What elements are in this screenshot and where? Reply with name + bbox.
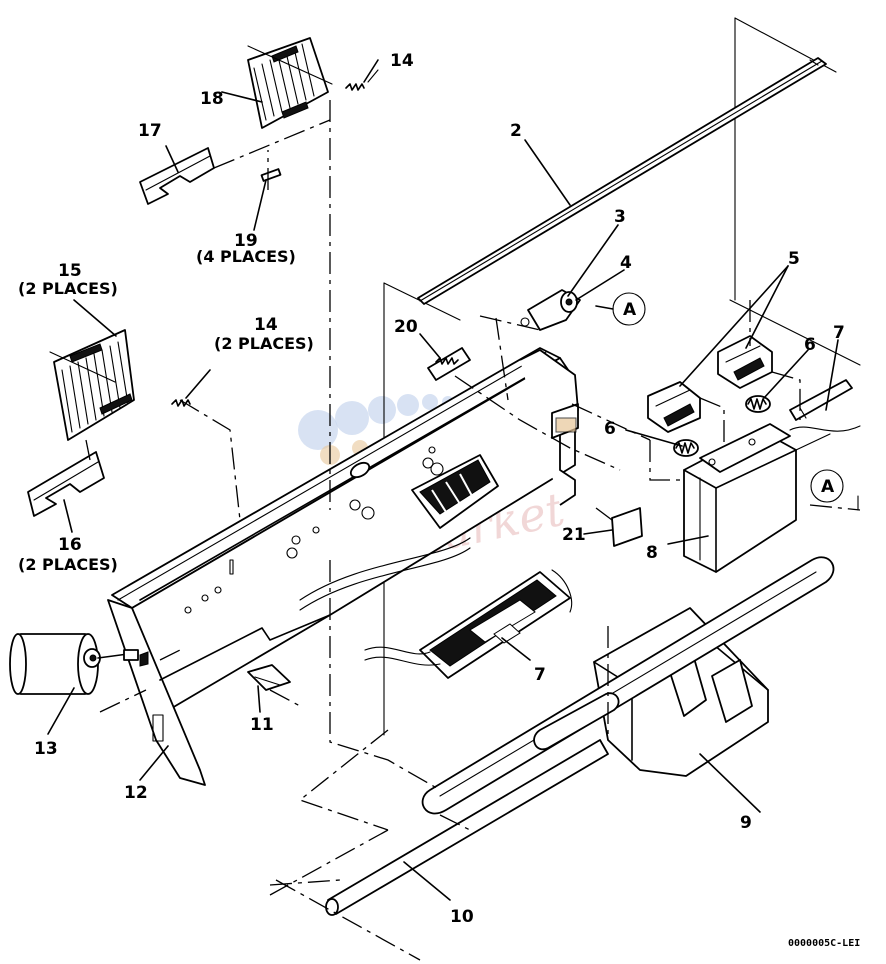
callout-14-top: 14 — [390, 51, 414, 71]
part-7-flex-board — [364, 569, 573, 679]
callout-7-tube: 7 — [833, 323, 845, 343]
callout-10: 10 — [450, 907, 474, 927]
detail-a-circle-right — [810, 469, 844, 503]
part-15-cover — [49, 329, 135, 441]
part-17-tray — [139, 147, 215, 205]
detail-marker-a-top: A — [623, 300, 637, 320]
part-14-spring-mid — [171, 399, 191, 407]
callout-8: 8 — [646, 543, 658, 563]
part-14-spring-top — [345, 69, 379, 91]
part-11-clip — [247, 664, 291, 691]
callout-18: 18 — [200, 89, 224, 109]
part-7-tube — [789, 379, 861, 432]
callout-13: 13 — [34, 739, 58, 759]
part-6-spring-left — [673, 439, 699, 457]
leader-lines — [47, 59, 839, 901]
part-5-carrier-right — [717, 335, 773, 389]
callout-11: 11 — [250, 715, 274, 735]
callout-19-note: (4 PLACES) — [196, 247, 296, 266]
callout-2: 2 — [510, 121, 522, 141]
callout-17: 17 — [138, 121, 162, 141]
callout-12: 12 — [124, 783, 148, 803]
callout-16: 16 — [58, 535, 82, 555]
callout-16-note: (2 PLACES) — [18, 555, 118, 574]
part-16-tray — [27, 451, 105, 517]
callout-4: 4 — [620, 253, 632, 273]
part-20-spring — [427, 347, 471, 381]
callout-14-mid: 14 — [254, 315, 278, 335]
part-6-spring-right — [745, 395, 771, 413]
assembly-lines — [85, 100, 861, 961]
callout-9: 9 — [740, 813, 752, 833]
part-18-cover — [247, 37, 333, 129]
part-19-pin — [260, 168, 282, 182]
callout-3: 3 — [614, 207, 626, 227]
ink-board-middle — [411, 454, 499, 529]
callout-20: 20 — [394, 317, 418, 337]
callout-5: 5 — [788, 249, 800, 269]
detail-marker-a-right: A — [821, 477, 835, 497]
callout-21: 21 — [562, 525, 586, 545]
part-10-belt-loops — [325, 556, 835, 916]
part-8-holder — [683, 423, 844, 573]
callout-15-note: (2 PLACES) — [18, 279, 118, 298]
callout-19: 19 — [234, 231, 258, 251]
callout-6-right: 6 — [804, 335, 816, 355]
callout-15: 15 — [58, 261, 82, 281]
part-5-carrier-left — [647, 381, 701, 433]
callout-14-note: (2 PLACES) — [214, 334, 314, 353]
callout-7-board: 7 — [534, 665, 546, 685]
part-13-motor — [9, 633, 149, 695]
callout-6-left: 6 — [604, 419, 616, 439]
part-21-label — [611, 507, 643, 547]
part-3-4-latch — [520, 289, 646, 331]
main-frame — [107, 347, 579, 786]
figure-code: 0000005C-LEI — [788, 938, 860, 949]
part-2-guide-rod — [417, 57, 827, 305]
